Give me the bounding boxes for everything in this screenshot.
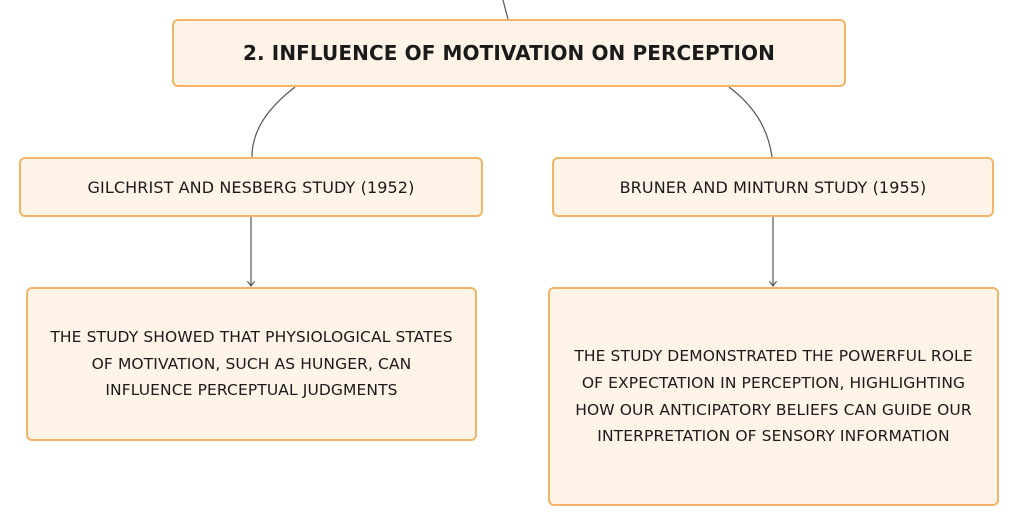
- study-node-bruner-minturn[interactable]: BRUNER AND MINTURN STUDY (1955): [552, 157, 994, 217]
- connector-root-to-left-study: [251, 86, 296, 158]
- finding-line: THE STUDY SHOWED THAT PHYSIOLOGICAL STAT…: [50, 328, 453, 347]
- finding-line: THE STUDY DEMONSTRATED THE POWERFUL ROLE: [574, 347, 973, 366]
- incoming-connector: [502, 0, 509, 20]
- finding-line: OF EXPECTATION IN PERCEPTION, HIGHLIGHTI…: [581, 373, 966, 392]
- study-node-gilchrist-nesberg[interactable]: GILCHRIST AND NESBERG STUDY (1952): [19, 157, 483, 217]
- study-label-bruner-minturn: BRUNER AND MINTURN STUDY (1955): [619, 177, 927, 197]
- finding-line: HOW OUR ANTICIPATORY BELIEFS CAN GUIDE O…: [575, 400, 972, 419]
- connector-root-to-right-study: [728, 86, 773, 158]
- finding-line: INFLUENCE PERCEPTUAL JUDGMENTS: [105, 381, 398, 400]
- finding-line: INTERPRETATION OF SENSORY INFORMATION: [597, 427, 950, 446]
- study-label-gilchrist-nesberg: GILCHRIST AND NESBERG STUDY (1952): [87, 177, 415, 197]
- finding-node-gilchrist-nesberg[interactable]: THE STUDY SHOWED THAT PHYSIOLOGICAL STAT…: [26, 287, 477, 441]
- finding-node-bruner-minturn[interactable]: THE STUDY DEMONSTRATED THE POWERFUL ROLE…: [548, 287, 999, 506]
- finding-line: OF MOTIVATION, SUCH AS HUNGER, CAN: [91, 354, 412, 373]
- finding-text-bruner-minturn: THE STUDY DEMONSTRATED THE POWERFUL ROLE…: [574, 343, 972, 450]
- root-topic-node[interactable]: 2. INFLUENCE OF MOTIVATION ON PERCEPTION: [172, 19, 846, 87]
- finding-text-gilchrist-nesberg: THE STUDY SHOWED THAT PHYSIOLOGICAL STAT…: [50, 324, 452, 404]
- root-topic-label: 2. INFLUENCE OF MOTIVATION ON PERCEPTION: [243, 41, 775, 65]
